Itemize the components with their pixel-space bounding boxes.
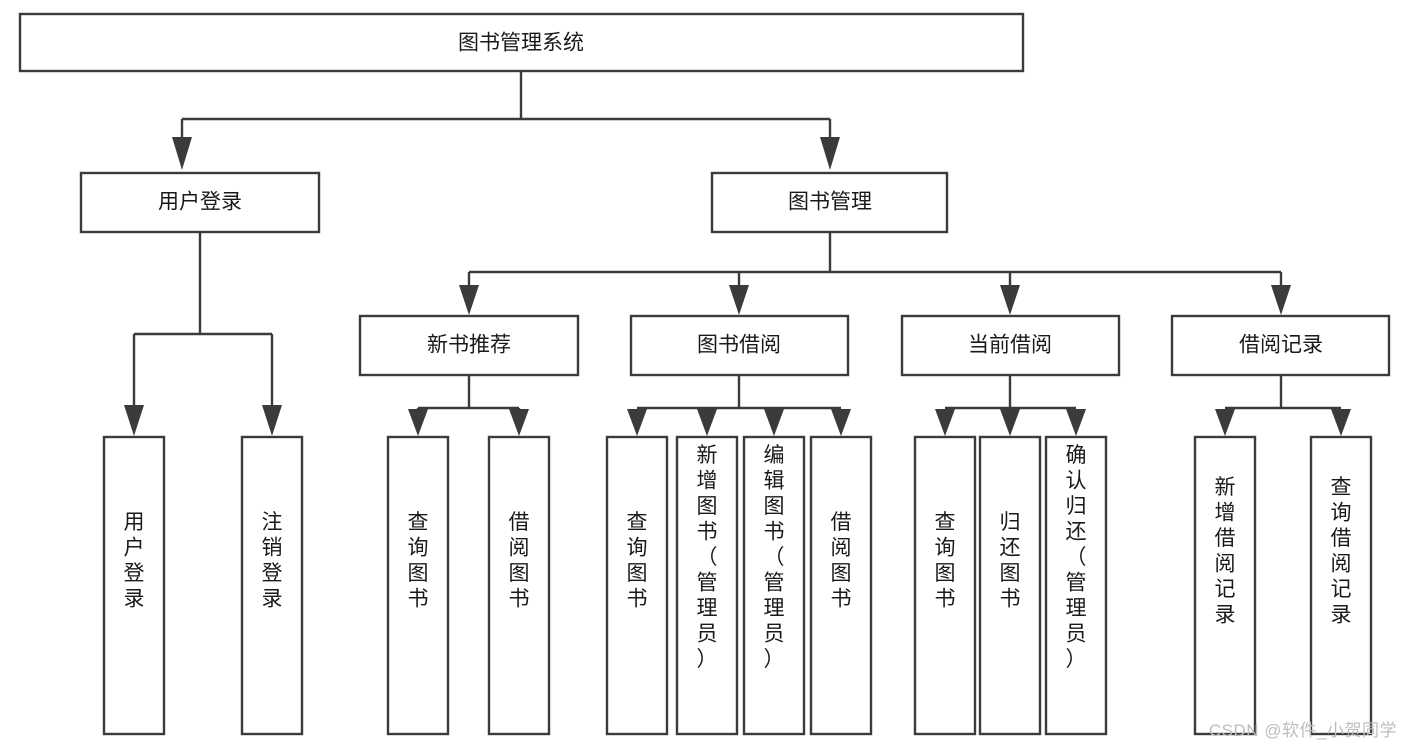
- node-leaf-8-box[interactable]: [809, 435, 873, 736]
- node-leaf-12-box[interactable]: [1193, 435, 1257, 736]
- node-leaf-2-box[interactable]: [240, 435, 304, 736]
- node-current-label: 当前借阅: [968, 334, 1052, 357]
- arrow-head-icon-leaf-5: [627, 409, 647, 436]
- node-leaf-8-label: 借阅图书: [831, 511, 852, 611]
- node-borrow-label: 图书借阅: [697, 334, 781, 357]
- node-records-label: 借阅记录: [1239, 334, 1323, 357]
- connector-group-login: [124, 232, 282, 436]
- node-leaf-5-box[interactable]: [605, 435, 669, 736]
- node-leaf-6-box[interactable]: [675, 435, 739, 736]
- arrow-head-icon-leaf-2: [262, 405, 282, 436]
- arrow-head-icon-leaf-7: [764, 409, 784, 436]
- arrow-head-icon-leaf-9: [935, 409, 955, 436]
- node-leaf-5-label: 查询图书: [627, 511, 648, 611]
- node-leaf-11-label: 确认归还（管理员）: [1066, 444, 1087, 671]
- node-leaf-6[interactable]: 新增图书（管理员）: [675, 435, 739, 736]
- arrow-head-icon-leaf-1: [124, 405, 144, 436]
- node-leaf-3-label: 查询图书: [408, 511, 429, 611]
- node-leaf-10-box[interactable]: [978, 435, 1042, 736]
- node-leaf-7[interactable]: 编辑图书（管理员）: [742, 435, 806, 736]
- node-leaf-12[interactable]: 新增借阅记录: [1193, 435, 1257, 736]
- node-leaf-2[interactable]: 注销登录: [240, 435, 304, 736]
- node-login-label: 用户登录: [158, 191, 242, 214]
- node-leaf-10-label: 归还图书: [1000, 511, 1021, 611]
- csdn-watermark: CSDN @软件_小贺同学: [1208, 721, 1397, 740]
- arrow-head-icon-bookmgmt: [820, 137, 840, 170]
- connector-group-bookmgmt: [459, 232, 1291, 315]
- arrow-head-icon-leaf-10: [1000, 409, 1020, 436]
- arrow-head-icon-leaf-12: [1215, 409, 1235, 436]
- node-borrow-box[interactable]: [629, 314, 850, 377]
- node-leaf-7-box[interactable]: [742, 435, 806, 736]
- arrow-head-icon-records: [1271, 285, 1291, 315]
- node-bookmgmt-box[interactable]: [710, 171, 949, 234]
- connector-group-records: [1215, 375, 1351, 436]
- arrow-head-icon-leaf-3: [408, 409, 428, 436]
- node-records-box[interactable]: [1170, 314, 1391, 377]
- arrow-head-icon-login: [172, 137, 192, 170]
- node-leaf-12-label: 新增借阅记录: [1215, 476, 1236, 627]
- node-root-box[interactable]: [18, 12, 1025, 73]
- node-leaf-1[interactable]: 用户登录: [102, 435, 166, 736]
- node-leaf-7-label: 编辑图书（管理员）: [764, 444, 785, 671]
- node-leaf-4-box[interactable]: [487, 435, 551, 736]
- node-leaf-4-label: 借阅图书: [509, 511, 530, 611]
- arrow-head-icon-current: [1000, 285, 1020, 315]
- arrow-head-icon-borrow: [729, 285, 749, 315]
- node-leaf-6-label: 新增图书（管理员）: [697, 444, 718, 671]
- node-newbook[interactable]: 新书推荐: [358, 314, 580, 377]
- node-leaf-2-label: 注销登录: [262, 511, 283, 611]
- node-records[interactable]: 借阅记录: [1170, 314, 1391, 377]
- node-bookmgmt[interactable]: 图书管理: [710, 171, 949, 234]
- node-current-box[interactable]: [900, 314, 1121, 377]
- node-leaf-8[interactable]: 借阅图书: [809, 435, 873, 736]
- node-leaf-5[interactable]: 查询图书: [605, 435, 669, 736]
- node-root[interactable]: 图书管理系统: [18, 12, 1025, 73]
- arrow-head-icon-leaf-11: [1066, 409, 1086, 436]
- connector-group-borrow: [627, 375, 851, 436]
- arrow-head-icon-leaf-6: [697, 409, 717, 436]
- node-leaf-9-label: 查询图书: [935, 511, 956, 611]
- connector-group-current: [935, 375, 1086, 436]
- connector-group-newbook: [408, 375, 529, 436]
- node-leaf-13-label: 查询借阅记录: [1331, 476, 1352, 627]
- node-leaf-4[interactable]: 借阅图书: [487, 435, 551, 736]
- node-current[interactable]: 当前借阅: [900, 314, 1121, 377]
- node-bookmgmt-label: 图书管理: [788, 191, 872, 214]
- node-newbook-box[interactable]: [358, 314, 580, 377]
- node-borrow[interactable]: 图书借阅: [629, 314, 850, 377]
- arrow-head-icon-leaf-4: [509, 409, 529, 436]
- node-login-box[interactable]: [79, 171, 321, 234]
- arrow-head-icon-leaf-8: [831, 409, 851, 436]
- connector-group-root: [172, 71, 840, 170]
- node-root-label: 图书管理系统: [458, 32, 584, 55]
- arrow-head-icon-newbook: [459, 285, 479, 315]
- node-leaf-10[interactable]: 归还图书: [978, 435, 1042, 736]
- node-leaf-11[interactable]: 确认归还（管理员）: [1044, 435, 1108, 736]
- node-leaf-1-label: 用户登录: [124, 511, 145, 611]
- node-leaf-13-box[interactable]: [1309, 435, 1373, 736]
- node-leaf-3[interactable]: 查询图书: [386, 435, 450, 736]
- node-leaf-9[interactable]: 查询图书: [913, 435, 977, 736]
- node-leaf-13[interactable]: 查询借阅记录: [1309, 435, 1373, 736]
- node-leaf-3-box[interactable]: [386, 435, 450, 736]
- node-newbook-label: 新书推荐: [427, 334, 511, 357]
- node-leaf-11-box[interactable]: [1044, 435, 1108, 736]
- node-leaf-1-box[interactable]: [102, 435, 166, 736]
- node-leaf-9-box[interactable]: [913, 435, 977, 736]
- node-login[interactable]: 用户登录: [79, 171, 321, 234]
- arrow-head-icon-leaf-13: [1331, 409, 1351, 436]
